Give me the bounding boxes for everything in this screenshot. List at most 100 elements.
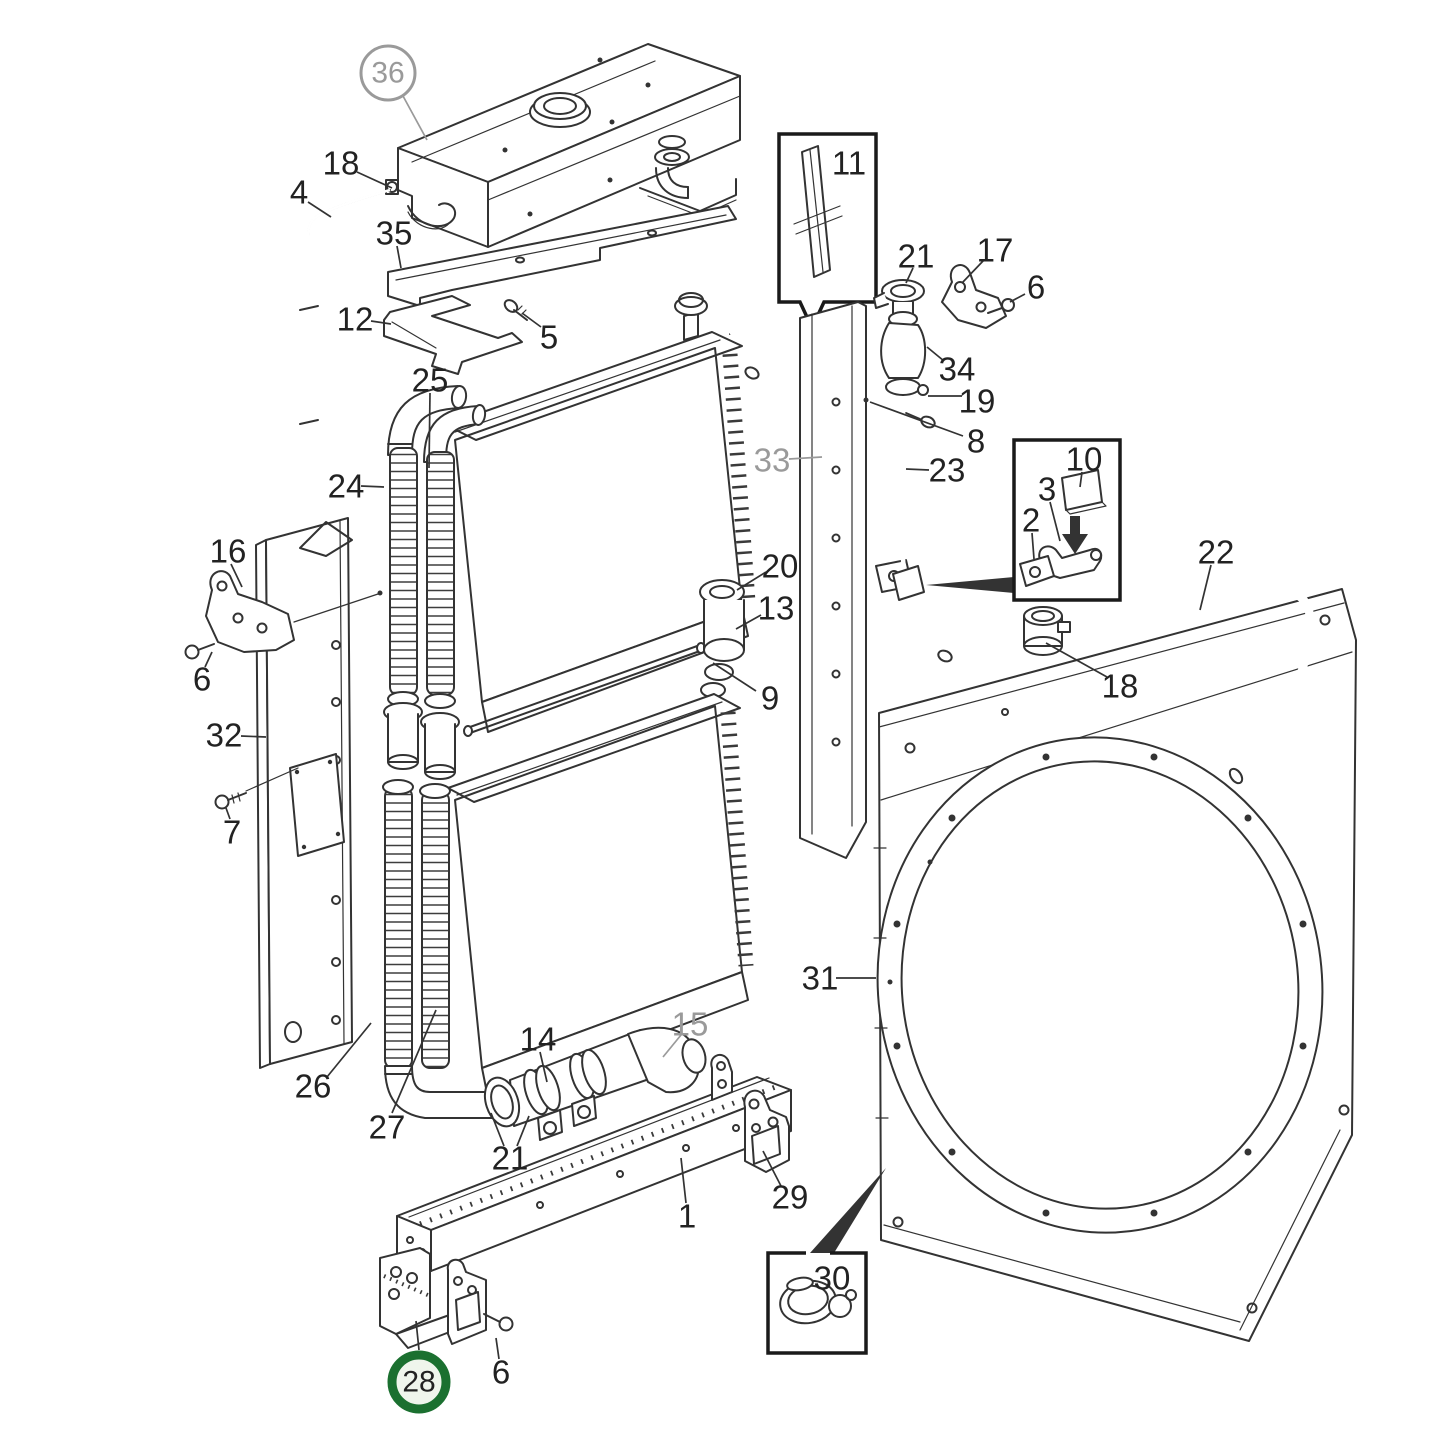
callout-leader	[356, 171, 393, 189]
callout-27[interactable]: 27	[369, 1009, 437, 1146]
callout-3[interactable]: 3	[1038, 471, 1061, 542]
callout-19[interactable]: 19	[928, 383, 995, 420]
callout-leader	[415, 1320, 420, 1351]
callout-number-1: 1	[678, 1198, 696, 1235]
callout-number-27: 27	[369, 1109, 406, 1146]
callout-36[interactable]: 36	[359, 44, 428, 141]
callout-number-25: 25	[412, 362, 449, 399]
callout-leader	[926, 346, 945, 362]
callout-23[interactable]: 23	[905, 452, 965, 489]
clamp-18-right	[1023, 606, 1071, 656]
callout-5[interactable]: 5	[521, 312, 558, 356]
callout-32[interactable]: 32	[206, 717, 267, 754]
callout-number-18-top: 18	[323, 145, 360, 182]
callout-number-20: 20	[762, 548, 799, 585]
connector-necks-left	[383, 702, 460, 780]
callout-24[interactable]: 24	[328, 468, 385, 505]
callout-leader	[539, 1051, 548, 1083]
callout-33[interactable]: 33	[754, 442, 823, 479]
callout-leader	[1199, 564, 1212, 611]
part-29-bracket	[743, 1089, 790, 1173]
callout-leader	[905, 267, 914, 284]
callout-8[interactable]: 8	[869, 401, 985, 460]
callout-number-33: 33	[754, 442, 791, 479]
callout-leader	[680, 1157, 687, 1204]
callout-leader	[396, 245, 402, 269]
callout-2[interactable]: 2	[1022, 502, 1040, 560]
corrugated-hoses-upper	[387, 385, 487, 709]
part-28-bracket	[379, 1247, 487, 1349]
callout-29[interactable]: 29	[762, 1150, 809, 1216]
detail-box-2-3-10	[926, 438, 1122, 602]
screw-6-top	[987, 298, 1015, 314]
callout-leader	[326, 1022, 372, 1078]
callout-number-10: 10	[1066, 441, 1103, 478]
callout-13[interactable]: 13	[735, 590, 794, 630]
callout-18-right[interactable]: 18	[1045, 642, 1138, 705]
callout-7[interactable]: 7	[223, 807, 241, 851]
detail-box-30	[766, 1168, 886, 1355]
callout-12[interactable]: 12	[337, 301, 392, 338]
callout-number-26: 26	[295, 1068, 332, 1105]
callout-11[interactable]: 11	[832, 145, 866, 182]
part-34-overflow-funnel	[873, 279, 929, 396]
callout-9[interactable]: 9	[712, 662, 779, 717]
callout-20[interactable]: 20	[736, 548, 799, 591]
callout-6-left[interactable]: 6	[193, 651, 213, 698]
callout-16[interactable]: 16	[210, 533, 247, 588]
callout-number-16: 16	[210, 533, 247, 570]
part-35-strip	[387, 205, 737, 307]
callout-25[interactable]: 25	[412, 362, 449, 469]
callout-1[interactable]: 1	[678, 1157, 696, 1235]
callout-10[interactable]: 10	[1066, 441, 1103, 488]
callout-number-36: 36	[371, 57, 404, 90]
callout-28[interactable]: 28	[387, 1320, 451, 1414]
callout-number-29: 29	[772, 1179, 809, 1216]
callout-number-6-left: 6	[193, 661, 211, 698]
callout-34[interactable]: 34	[926, 346, 975, 388]
callout-6-bottom[interactable]: 6	[492, 1337, 510, 1391]
callout-15[interactable]: 15	[662, 1006, 708, 1058]
callout-number-22: 22	[1198, 534, 1235, 571]
callout-number-2: 2	[1022, 502, 1040, 539]
callout-leader	[490, 1112, 505, 1147]
callout-number-7: 7	[223, 814, 241, 851]
screw-6-bottom	[483, 1313, 514, 1332]
callout-18-top[interactable]: 18	[323, 145, 393, 189]
hose-assembly-14-15-21	[483, 1026, 707, 1141]
callout-22[interactable]: 22	[1198, 534, 1235, 611]
callout-14[interactable]: 14	[520, 1021, 557, 1083]
callout-leader	[225, 807, 231, 820]
callout-number-4: 4	[290, 174, 308, 211]
callout-leader	[307, 201, 332, 218]
callout-17[interactable]: 17	[961, 232, 1013, 284]
part-36-top-tank	[385, 43, 741, 248]
callout-21-top[interactable]: 21	[898, 238, 935, 284]
callout-4[interactable]: 4	[290, 174, 332, 218]
screw-6-left	[184, 643, 215, 660]
callout-leader	[736, 571, 767, 591]
part-16-bracket	[205, 570, 383, 653]
callout-26[interactable]: 26	[295, 1022, 372, 1105]
callout-leader	[402, 95, 428, 141]
callout-21-bottom[interactable]: 21	[490, 1112, 530, 1177]
part-7-screw	[214, 792, 247, 810]
callout-6-top[interactable]: 6	[1009, 269, 1045, 306]
callout-number-6-top: 6	[1027, 269, 1045, 306]
callout-number-24: 24	[328, 468, 365, 505]
callout-35[interactable]: 35	[376, 215, 413, 269]
callout-number-12: 12	[337, 301, 374, 338]
callout-30[interactable]: 30	[814, 1260, 851, 1297]
part-33-side-channel	[799, 301, 913, 859]
callout-leader	[370, 320, 392, 325]
callout-leader	[762, 1150, 782, 1187]
highlight-circle-green	[387, 1350, 451, 1414]
callout-31[interactable]: 31	[802, 960, 876, 997]
callout-leader	[1049, 501, 1061, 542]
callout-leader	[735, 614, 762, 630]
callout-leader	[230, 563, 243, 588]
callout-number-30: 30	[814, 1260, 851, 1297]
callout-number-35: 35	[376, 215, 413, 252]
